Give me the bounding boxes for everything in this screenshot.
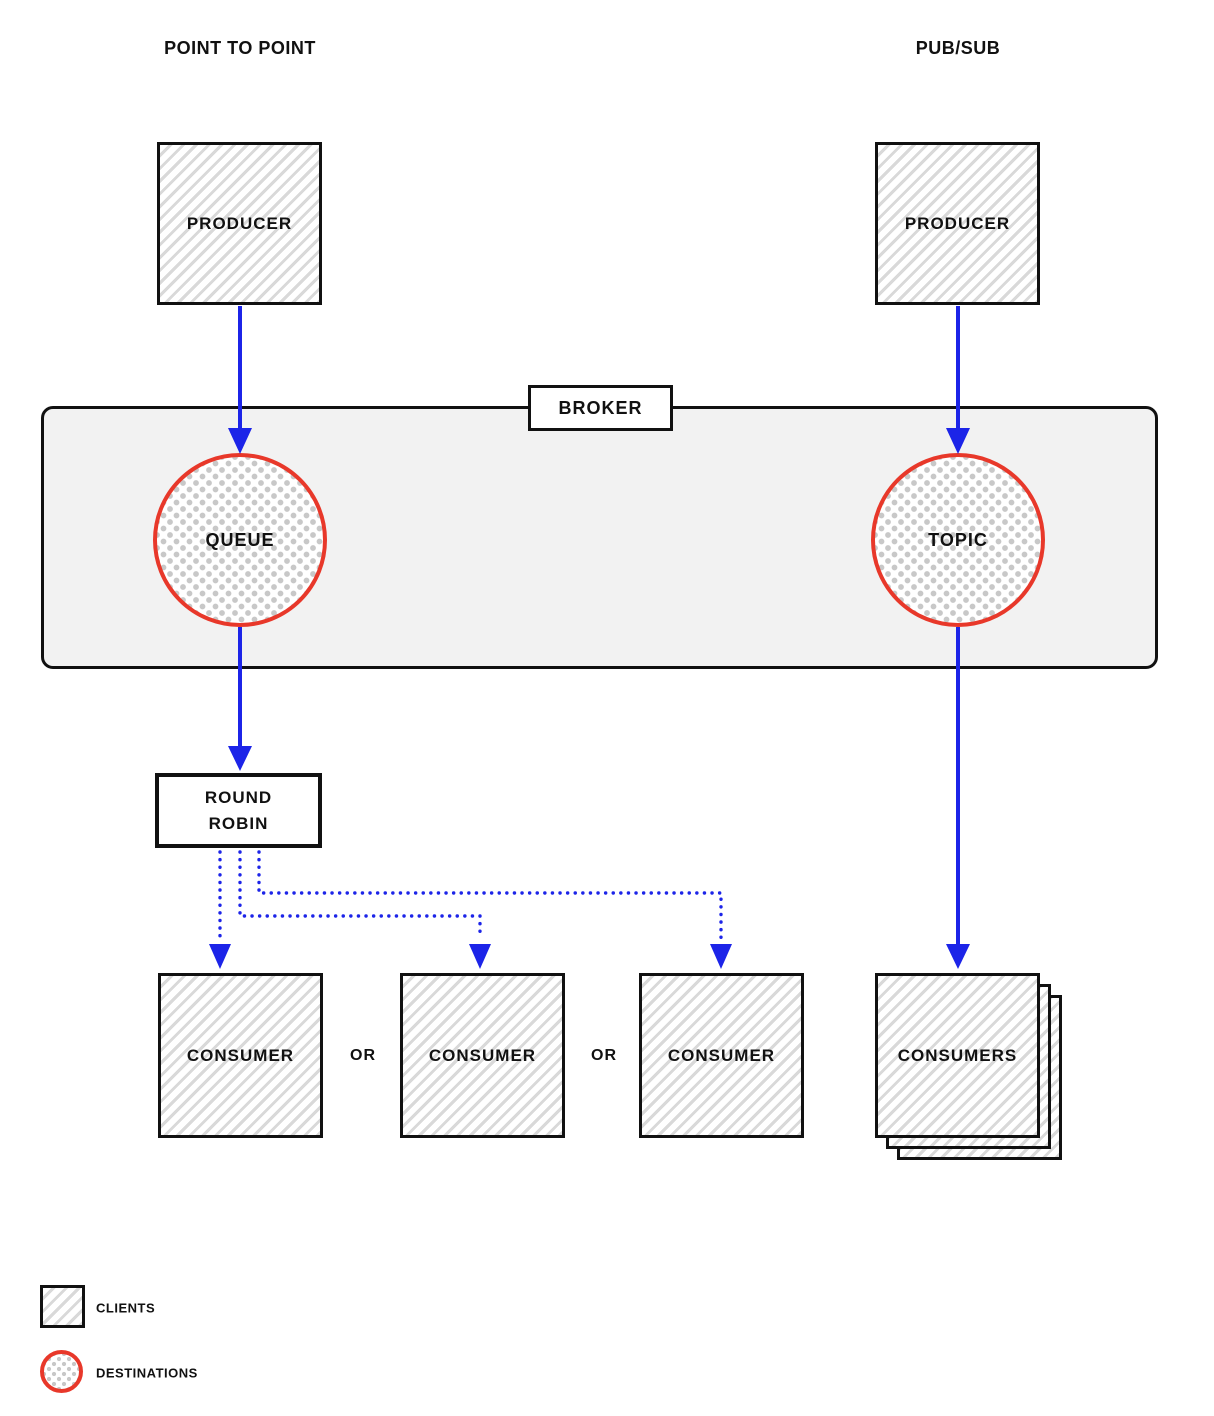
pubsub-consumers-box: CONSUMERS	[875, 973, 1040, 1138]
topic-destination-circle: TOPIC	[871, 453, 1045, 627]
pubsub-consumers-label: CONSUMERS	[897, 1045, 1018, 1065]
legend-clients-label: CLIENTS	[96, 1300, 156, 1316]
round-robin-box: ROUND ROBIN	[155, 773, 322, 848]
p2p-consumer-label-1: CONSUMER	[186, 1045, 295, 1065]
round-robin-label-line2: ROBIN	[208, 813, 269, 833]
pub-sub-title: PUB/SUB	[915, 38, 1001, 58]
point-to-point-title: POINT TO POINT	[164, 38, 316, 58]
broker-label: BROKER	[558, 397, 643, 418]
p2p-consumer-label-3: CONSUMER	[667, 1045, 776, 1065]
legend-clients-swatch	[40, 1285, 85, 1328]
p2p-producer-label: PRODUCER	[186, 213, 293, 233]
dotted-arrow-round-robin-to-consumer-1	[209, 850, 231, 969]
or-label-2: OR	[591, 1047, 617, 1064]
pubsub-producer-box: PRODUCER	[875, 142, 1040, 305]
legend-destinations-label: DESTINATIONS	[96, 1365, 198, 1381]
p2p-consumer-box-2: CONSUMER	[400, 973, 565, 1138]
round-robin-label-line1: ROUND	[204, 787, 273, 807]
queue-label: QUEUE	[205, 529, 275, 550]
topic-label: TOPIC	[928, 529, 988, 550]
pubsub-producer-label: PRODUCER	[904, 213, 1011, 233]
dotted-arrow-round-robin-to-consumer-2	[238, 850, 491, 969]
legend-destinations-swatch	[40, 1350, 83, 1393]
p2p-consumer-box-1: CONSUMER	[158, 973, 323, 1138]
arrow-topic-to-consumers	[946, 627, 970, 969]
p2p-consumer-label-2: CONSUMER	[428, 1045, 537, 1065]
p2p-consumer-box-3: CONSUMER	[639, 973, 804, 1138]
broker-label-box: BROKER	[528, 385, 673, 431]
dotted-arrow-round-robin-to-consumer-3	[257, 850, 732, 969]
or-label-1: OR	[350, 1047, 376, 1064]
queue-destination-circle: QUEUE	[153, 453, 327, 627]
p2p-producer-box: PRODUCER	[157, 142, 322, 305]
